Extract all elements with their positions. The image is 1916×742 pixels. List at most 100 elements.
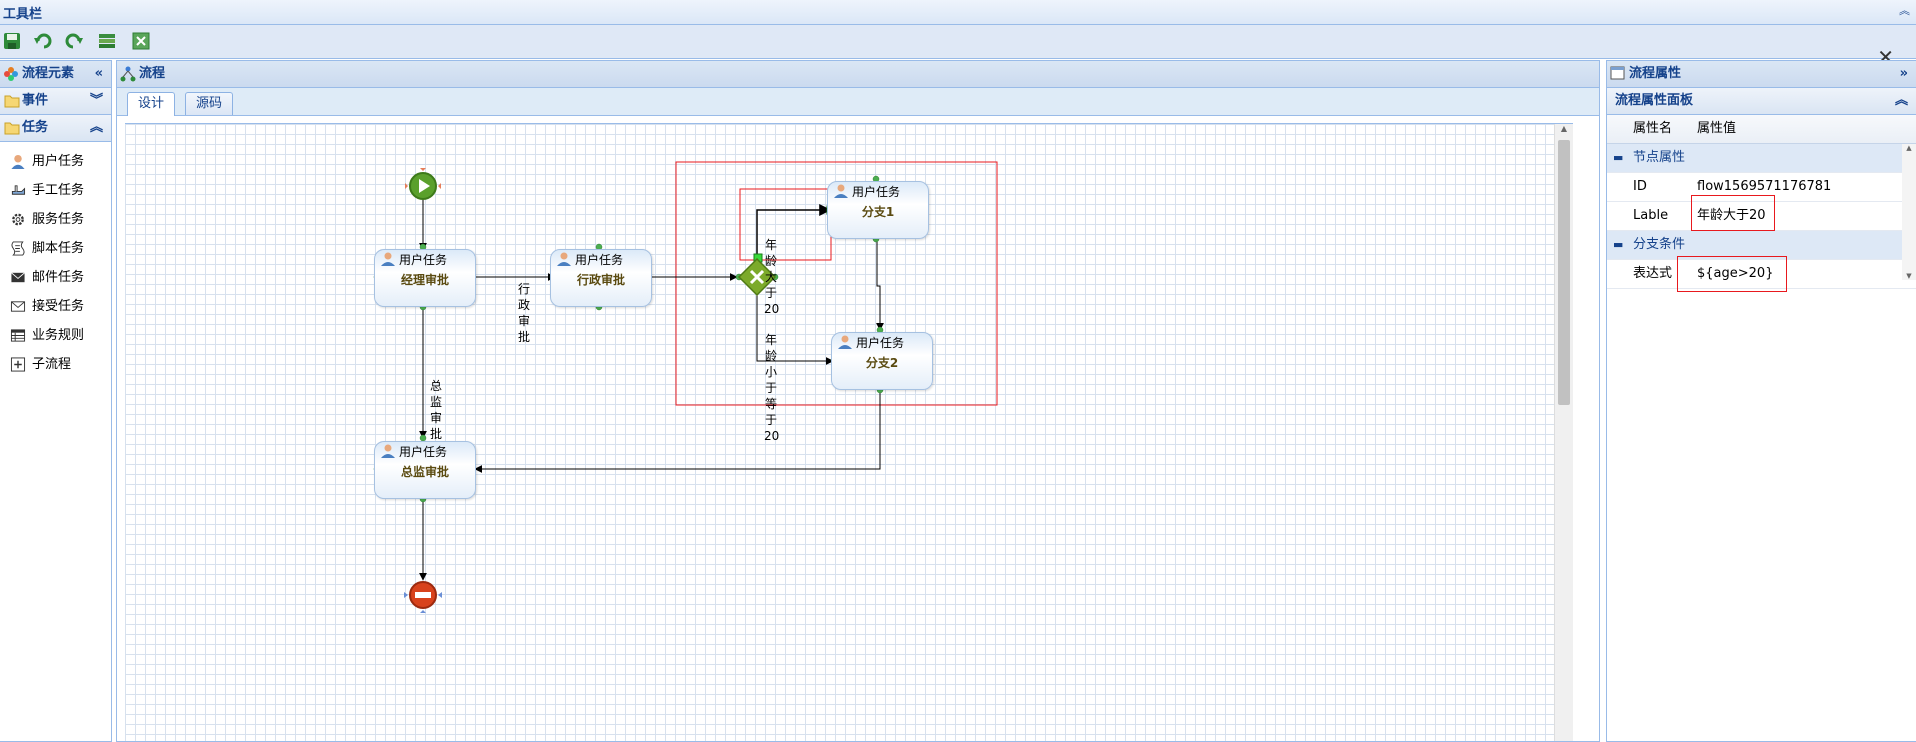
task-node-admin[interactable]: 用户任务 行政审批 [550, 249, 652, 307]
scrollbar-thumb[interactable] [1558, 140, 1570, 405]
redo-icon[interactable] [64, 31, 84, 51]
property-sub-title: 流程属性面板 [1615, 93, 1694, 108]
task-item-label: 服务任务 [32, 212, 85, 227]
user-icon [834, 184, 848, 198]
table-icon [10, 329, 26, 342]
process-panel-title: 流程 [139, 66, 166, 81]
group-node-props[interactable]: ▬ 节点属性 [1607, 144, 1916, 173]
task-node-branch2[interactable]: 用户任务 分支2 [831, 332, 933, 390]
node-type-label: 用户任务 [856, 336, 905, 350]
edge-label-admin[interactable]: 行政审批 [517, 282, 530, 344]
user-icon [381, 444, 395, 458]
folder-icon [4, 95, 20, 108]
task-node-director[interactable]: 用户任务 总监审批 [374, 441, 476, 499]
close-box-icon[interactable] [131, 31, 151, 51]
prop-row-expression[interactable]: 表达式 ${age>20} [1607, 256, 1916, 292]
element-panel-header: 流程元素 « [0, 61, 111, 88]
toolbar-header: 工具栏 ︽ [0, 0, 1916, 25]
collapse-left-icon[interactable]: « [94, 66, 103, 81]
task-node-branch1[interactable]: 用户任务 分支1 [827, 181, 929, 239]
highlight-box [1691, 195, 1775, 231]
task-item-rule[interactable]: 业务规则 [0, 321, 111, 350]
node-name: 经理审批 [400, 273, 449, 287]
task-item-label: 子流程 [32, 357, 72, 372]
prop-name: Lable [1633, 208, 1669, 223]
prop-value[interactable]: 年龄大于20 [1697, 208, 1766, 223]
property-grid: 属性名 属性值 ▬ 节点属性 ID flow1569571176781 Labl… [1607, 115, 1916, 292]
undo-icon[interactable] [33, 31, 53, 51]
tab-source[interactable]: 源码 [185, 92, 234, 115]
design-canvas[interactable]: ▲ [125, 123, 1573, 741]
user-icon [11, 154, 25, 169]
chevron-up-icon[interactable]: ︽ [89, 120, 103, 135]
edge-label-director[interactable]: 总监审批 [429, 379, 442, 441]
node-name: 分支1 [861, 205, 895, 219]
highlight-box [1677, 256, 1787, 292]
flow-icon [120, 66, 136, 82]
prop-row-label[interactable]: Lable 年龄大于20 [1607, 195, 1916, 231]
edge-label-le20[interactable]: 年龄小于等于20 [764, 333, 780, 443]
chevron-up-icon[interactable]: ︽ [1894, 93, 1908, 108]
task-item-receive[interactable]: 接受任务 [0, 292, 111, 321]
gear-icon [12, 213, 24, 226]
scroll-up-arrow[interactable]: ▲ [1560, 124, 1568, 133]
exclusive-gateway[interactable] [737, 257, 777, 297]
collapse-up-icon[interactable]: ︽ [1899, 4, 1910, 17]
task-node-manager[interactable]: 用户任务 经理审批 [374, 249, 476, 307]
task-item-label: 业务规则 [32, 328, 85, 343]
start-event[interactable] [405, 168, 441, 200]
collapse-right-icon[interactable]: » [1899, 66, 1908, 81]
prop-value[interactable]: ${age>20} [1697, 266, 1774, 281]
hand-icon [11, 185, 26, 195]
node-name: 总监审批 [400, 465, 449, 479]
selection-box [675, 161, 998, 406]
node-name: 行政审批 [576, 273, 625, 287]
chevron-down-icon[interactable]: ︾ [89, 93, 103, 108]
folder-icon [4, 122, 20, 135]
user-icon [557, 252, 571, 266]
task-item-mail[interactable]: 邮件任务 [0, 263, 111, 292]
tab-strip: 设计 源码 [117, 88, 1599, 116]
grid-scrollbar[interactable]: ▲ ▼ [1902, 144, 1916, 280]
user-icon [838, 335, 852, 349]
collapse-minus-icon[interactable]: ▬ [1613, 151, 1624, 164]
layers-icon[interactable] [97, 31, 117, 51]
prop-row-id[interactable]: ID flow1569571176781 [1607, 173, 1916, 202]
task-item-subprocess[interactable]: 子流程 [0, 350, 111, 379]
prop-name: ID [1633, 179, 1647, 194]
mail-icon [11, 272, 25, 283]
user-icon [381, 252, 395, 266]
task-item-script[interactable]: 脚本任务 [0, 234, 111, 263]
task-item-manual[interactable]: 手工任务 [0, 176, 111, 205]
toolbar-title: 工具栏 [3, 7, 43, 22]
group-event[interactable]: 事件 ︾ [0, 88, 111, 115]
property-panel-title: 流程属性 [1629, 66, 1682, 81]
grid-header: 属性名 属性值 [1607, 115, 1916, 144]
group-task[interactable]: 任务 ︽ [0, 115, 111, 142]
scroll-down-arrow[interactable]: ▼ [1906, 272, 1912, 280]
toolbar: ✕ [0, 25, 1916, 69]
edge-label-gt20[interactable]: 年龄大于20 [764, 238, 780, 316]
node-type-label: 用户任务 [399, 253, 448, 267]
task-list: 用户任务 手工任务 服务任务 脚本任务 邮件任务 接受任务 业务规则 子流程 [0, 142, 111, 379]
task-item-user[interactable]: 用户任务 [0, 147, 111, 176]
task-item-label: 邮件任务 [32, 270, 85, 285]
scroll-up-arrow[interactable]: ▲ [1906, 144, 1912, 152]
window-icon [1610, 66, 1625, 80]
save-icon[interactable] [2, 31, 22, 51]
node-name: 分支2 [865, 356, 899, 370]
vertical-scrollbar[interactable]: ▲ [1554, 124, 1573, 741]
property-panel-header: 流程属性 » [1607, 61, 1916, 88]
task-item-label: 脚本任务 [32, 241, 85, 256]
process-panel: 流程 设计 源码 ▲ [116, 60, 1600, 742]
property-sub-header: 流程属性面板 ︽ [1607, 88, 1916, 115]
group-task-label: 任务 [22, 120, 49, 135]
collapse-minus-icon[interactable]: ▬ [1613, 238, 1624, 251]
prop-value[interactable]: flow1569571176781 [1697, 179, 1832, 194]
envelope-icon [10, 301, 26, 312]
end-event[interactable] [404, 581, 442, 613]
node-type-label: 用户任务 [852, 185, 901, 199]
task-item-service[interactable]: 服务任务 [0, 205, 111, 234]
group-branch-cond[interactable]: ▬ 分支条件 [1607, 231, 1916, 260]
tab-design[interactable]: 设计 [127, 92, 176, 116]
